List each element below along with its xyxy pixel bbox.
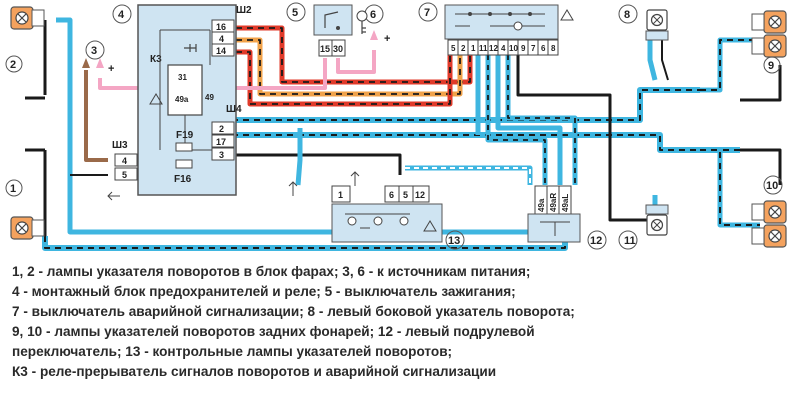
- svg-text:8: 8: [551, 44, 556, 53]
- svg-text:31: 31: [178, 73, 187, 82]
- svg-text:16: 16: [216, 22, 226, 32]
- svg-text:+: +: [384, 33, 390, 45]
- connector-sh3: Ш3 4 5: [107, 140, 138, 201]
- svg-text:4: 4: [219, 34, 224, 44]
- svg-text:14: 14: [216, 46, 226, 56]
- svg-text:15: 15: [320, 44, 330, 54]
- svg-text:F16: F16: [174, 174, 192, 185]
- svg-text:4: 4: [122, 156, 127, 166]
- wires: [25, 17, 782, 251]
- svg-text:Ш3: Ш3: [112, 140, 128, 151]
- svg-text:13: 13: [448, 235, 460, 247]
- connector-sh4: Ш4 2 17 3: [211, 104, 242, 161]
- lamp-2: 2: [5, 6, 45, 73]
- svg-text:2: 2: [461, 44, 466, 53]
- svg-text:49а: 49а: [175, 95, 189, 104]
- svg-text:12: 12: [590, 235, 602, 247]
- svg-text:1: 1: [471, 44, 476, 53]
- svg-text:1: 1: [10, 183, 16, 195]
- legend-caption: 1, 2 - лампы указателя поворотов в блок …: [12, 262, 792, 382]
- svg-text:11: 11: [624, 235, 636, 247]
- legend-line: 9, 10 - лампы указателей поворотов задни…: [12, 324, 535, 339]
- svg-text:9: 9: [768, 60, 774, 72]
- lamp-1: 1: [5, 179, 45, 240]
- control-lamps-13: 1 6 5 12 13: [331, 185, 465, 250]
- svg-text:49а: 49а: [537, 198, 546, 212]
- svg-text:49аR: 49аR: [549, 193, 558, 212]
- power-source-6: 6 +: [364, 4, 390, 45]
- svg-text:5: 5: [122, 170, 127, 180]
- svg-text:F19: F19: [176, 130, 194, 141]
- steering-switch-12: 49а 49аR 49аL 12: [527, 185, 607, 250]
- svg-text:17: 17: [216, 137, 226, 147]
- lamp-8: 8: [618, 4, 669, 41]
- legend-line: 7 - выключатель аварийной сигнализации; …: [12, 304, 575, 319]
- svg-text:9: 9: [521, 44, 526, 53]
- svg-text:30: 30: [333, 44, 343, 54]
- svg-text:3: 3: [91, 45, 97, 57]
- lamp-10: 10: [751, 175, 787, 248]
- svg-text:10: 10: [509, 44, 518, 53]
- svg-text:12: 12: [489, 44, 498, 53]
- svg-text:6: 6: [541, 44, 546, 53]
- legend-line: 1, 2 - лампы указателя поворотов в блок …: [12, 264, 531, 279]
- legend-line: 4 - монтажный блок предохранителей и рел…: [12, 284, 516, 299]
- svg-text:49аL: 49аL: [561, 194, 570, 212]
- lamp-11: 11: [618, 204, 669, 250]
- hazard-switch-7: 7 5 2 1 11 12 4 10 9 7 6: [418, 2, 574, 56]
- wiring-diagram: 2 1 9 10 8 11 3 +: [5, 2, 787, 251]
- svg-text:2: 2: [10, 59, 16, 71]
- svg-text:7: 7: [424, 7, 430, 19]
- svg-text:3: 3: [219, 150, 224, 160]
- svg-text:11: 11: [479, 44, 488, 53]
- svg-text:6: 6: [370, 9, 376, 21]
- legend-line: переключатель; 13 - контрольные лампы ук…: [12, 344, 453, 359]
- svg-text:5: 5: [403, 190, 408, 200]
- svg-text:5: 5: [451, 44, 456, 53]
- svg-text:5: 5: [292, 7, 298, 19]
- connector-sh2: Ш2 16 4 14: [211, 5, 252, 57]
- lamp-9: 9: [751, 10, 787, 74]
- svg-text:10: 10: [766, 180, 778, 192]
- legend-line: К3 - реле-прерыватель сигналов поворотов…: [12, 364, 497, 379]
- svg-text:6: 6: [389, 190, 394, 200]
- svg-text:Ш2: Ш2: [236, 5, 252, 16]
- svg-text:2: 2: [219, 124, 224, 134]
- svg-text:Ш4: Ш4: [226, 104, 242, 115]
- svg-text:4: 4: [501, 44, 506, 53]
- svg-text:12: 12: [415, 190, 425, 200]
- power-source-3: 3 +: [82, 40, 114, 75]
- svg-text:8: 8: [624, 9, 630, 21]
- ignition-switch-5: 5 15 30: [286, 2, 368, 57]
- svg-text:49: 49: [205, 93, 214, 102]
- switch-7-pins: 5 2 1 11 12 4 10 9 7 6 8: [447, 39, 559, 56]
- svg-text:7: 7: [531, 44, 536, 53]
- svg-text:К3: К3: [150, 54, 162, 65]
- key-icon: [356, 10, 368, 34]
- svg-text:+: +: [108, 63, 114, 75]
- svg-text:1: 1: [338, 190, 343, 200]
- svg-text:4: 4: [118, 9, 125, 21]
